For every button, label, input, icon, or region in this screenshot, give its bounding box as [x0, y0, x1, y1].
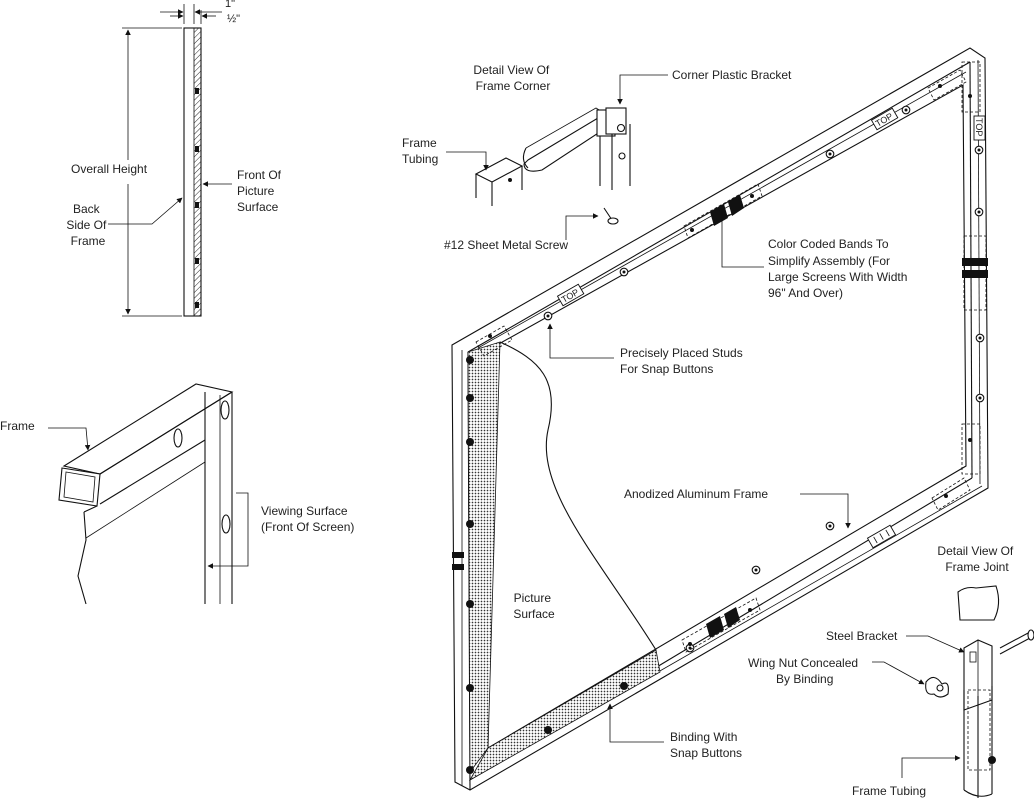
corner-detail-title: Detail View Of Frame Corner	[473, 63, 552, 93]
profile-stud-marks	[195, 88, 199, 308]
corner-bracket-bottom-right	[931, 423, 981, 511]
back-side-label: Back Side Of Frame	[66, 202, 109, 248]
right-rail-joint	[962, 235, 988, 311]
stud-hole	[173, 428, 183, 448]
wing-nut-icon	[925, 676, 949, 698]
joint-detail-title: Detail View Of Frame Joint	[937, 544, 1016, 574]
corner-bracket-top-right	[927, 61, 981, 113]
studs-leader	[547, 323, 614, 359]
joint-profile-piece	[957, 585, 1000, 621]
svg-text:TOP: TOP	[974, 118, 984, 136]
bottom-mark	[866, 524, 897, 549]
dim-1-label: 1"	[225, 0, 235, 10]
rail-studs	[543, 105, 985, 653]
picture-surface-label: Picture Surface	[513, 591, 555, 621]
viewing-surface-leader	[207, 492, 249, 569]
top-mark: TOP	[973, 115, 986, 141]
frame-tubing-joint-label: Frame Tubing	[852, 784, 926, 798]
front-surface-label: Front Of Picture Surface	[237, 168, 284, 214]
frame-tubing-piece	[474, 157, 524, 183]
tube-top-face	[62, 383, 234, 475]
binding-leader	[607, 703, 664, 743]
side-profile-view: 1" ½" Overall Height Back Side Of Frame …	[66, 0, 284, 317]
frame-profile-front	[193, 27, 202, 317]
anodized-leader	[800, 493, 851, 529]
frame-tubing-joint-leader	[901, 755, 961, 778]
picture-surface-edge	[499, 341, 657, 651]
corner-bracket-top-left	[475, 325, 513, 357]
corner-cutaway-view: Frame Viewing Surface (Front Of Screen)	[0, 383, 354, 605]
color-bands-label: Color Coded Bands To Simplify Assembly (…	[768, 237, 911, 300]
back-side-leader	[108, 197, 183, 225]
corner-plastic-bracket	[523, 117, 614, 172]
frame-tubing-leader	[446, 151, 489, 171]
frame-leader	[48, 427, 91, 451]
binding-label: Binding With Snap Buttons	[670, 730, 742, 760]
binding-bottom	[468, 649, 661, 782]
bottom-rail-joint	[681, 597, 761, 653]
binding-snap-buttons	[466, 356, 628, 774]
overall-height-label: Overall Height	[71, 162, 148, 176]
frame-corner-detail: Detail View Of Frame Corner Corner Plast…	[402, 63, 792, 252]
dim-half-label: ½"	[227, 13, 240, 25]
screw-leader	[565, 213, 599, 240]
color-bands-leader	[719, 205, 764, 268]
frame-tubing-label: Frame Tubing	[402, 136, 440, 166]
anodized-label: Anodized Aluminum Frame	[624, 487, 768, 501]
wing-nut-leader	[872, 661, 925, 685]
steel-bracket-label: Steel Bracket	[826, 629, 898, 643]
main-frame: TOP TOP TOP	[451, 47, 989, 791]
frame-inner-opening	[487, 84, 967, 749]
steel-bracket-leader	[906, 635, 965, 653]
left-rail-joint	[452, 552, 464, 570]
frame-label: Frame	[0, 419, 35, 433]
corner-bracket-leader	[617, 74, 668, 105]
corner-bracket-label: Corner Plastic Bracket	[672, 68, 792, 82]
sheet-metal-screw-icon	[603, 207, 619, 225]
frame-joint-detail: Detail View Of Frame Joint Steel Bracket	[748, 544, 1034, 798]
stud-hole	[220, 400, 230, 420]
wing-nut-label: Wing Nut Concealed By Binding	[748, 656, 861, 686]
bolt-icon	[999, 629, 1034, 655]
viewing-surface-label: Viewing Surface (Front Of Screen)	[261, 504, 354, 534]
stud-hole	[221, 514, 231, 534]
screw-label: #12 Sheet Metal Screw	[444, 238, 568, 252]
studs-label: Precisely Placed Studs For Snap Buttons	[620, 346, 746, 376]
